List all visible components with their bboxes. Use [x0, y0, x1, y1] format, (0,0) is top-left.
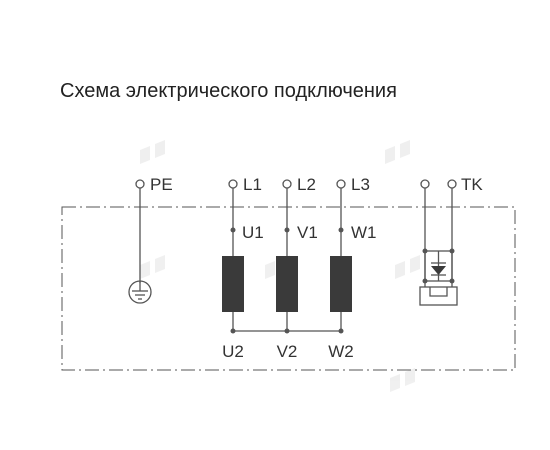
terminal-tk-1 [420, 179, 430, 189]
label-pe: PE [150, 175, 173, 194]
pe-connection [128, 179, 152, 304]
label-v2: V2 [277, 342, 298, 361]
label-l1: L1 [243, 175, 262, 194]
label-l2: L2 [297, 175, 316, 194]
label-w1: W1 [351, 223, 377, 242]
terminal-l1 [228, 179, 238, 189]
label-u2: U2 [222, 342, 244, 361]
winding-w [330, 256, 352, 312]
thermal-contact-icon [419, 179, 458, 306]
motor-housing-frame [61, 206, 516, 371]
ground-icon [132, 281, 148, 300]
phase-windings [222, 179, 352, 334]
label-v1: V1 [297, 223, 318, 242]
label-tk: TK [461, 175, 483, 194]
terminal-pe [135, 179, 145, 189]
diagram-title: Схема электрического подключения [60, 80, 397, 102]
terminal-l2 [282, 179, 292, 189]
label-l3: L3 [351, 175, 370, 194]
winding-v [276, 256, 298, 312]
terminal-l3 [336, 179, 346, 189]
terminal-tk-2 [447, 179, 457, 189]
winding-u [222, 256, 244, 312]
label-w2: W2 [328, 342, 354, 361]
label-u1: U1 [242, 223, 264, 242]
